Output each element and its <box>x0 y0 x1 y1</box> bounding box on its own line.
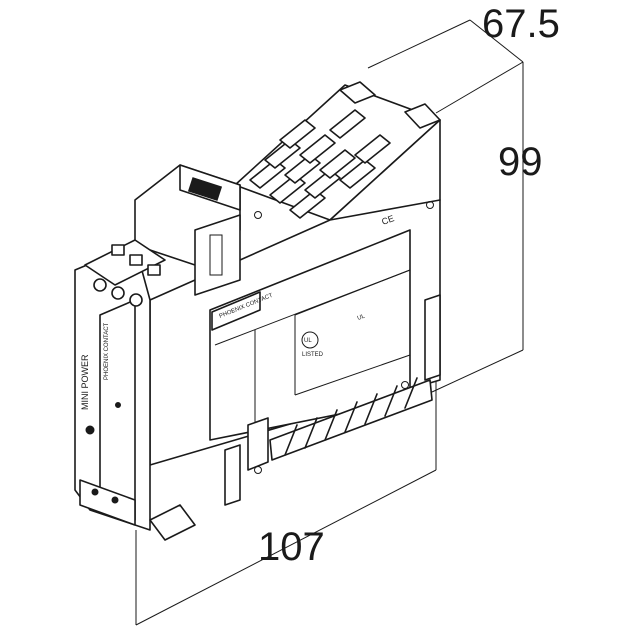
terminal-slot-icon <box>111 244 125 256</box>
pot-adjust-icon <box>115 402 121 408</box>
screw-icon <box>426 201 434 209</box>
right-din-bracket <box>424 294 441 381</box>
bottom-vents <box>269 377 433 461</box>
side-slot <box>209 234 223 276</box>
depth-dimension-label: 67.5 <box>482 2 560 46</box>
ul-listed-text: LISTED <box>302 352 324 358</box>
ul-mark-text: UL <box>304 338 312 344</box>
height-dimension-label: 99 <box>498 140 543 184</box>
main-side-face: PHOENIX CONTACT CE UL LISTED UL <box>149 199 441 474</box>
ul-recognized-mark: UL <box>357 313 367 321</box>
side-window <box>247 417 269 471</box>
front-housing: MINI POWER PHOENIX CONTACT <box>74 164 269 541</box>
dimension-lines <box>135 19 524 626</box>
top-vents <box>249 109 391 219</box>
device-label: MINI POWER <box>80 354 90 410</box>
terminal-slot-icon <box>129 254 143 266</box>
bottom-screw-icon <box>91 488 99 496</box>
terminal-screw-icon <box>93 278 107 292</box>
din-clip <box>149 504 196 541</box>
terminal-screws <box>93 244 161 307</box>
bottom-screw-icon <box>111 496 119 504</box>
terminal-slot-icon <box>147 264 161 276</box>
screw-icon <box>401 381 409 389</box>
ul-circle-icon <box>301 331 319 349</box>
ce-mark: CE <box>380 213 395 227</box>
side-release-slot <box>224 444 241 506</box>
front-brand-label: PHOENIX CONTACT <box>104 322 110 380</box>
brand-logo-box <box>211 291 261 331</box>
width-dimension-label: 107 <box>258 525 325 569</box>
terminal-screw-icon <box>129 293 143 307</box>
indicator-slot <box>187 177 223 201</box>
led-indicator <box>85 425 95 435</box>
screw-icon <box>254 211 262 219</box>
terminal-screw-icon <box>111 286 125 300</box>
